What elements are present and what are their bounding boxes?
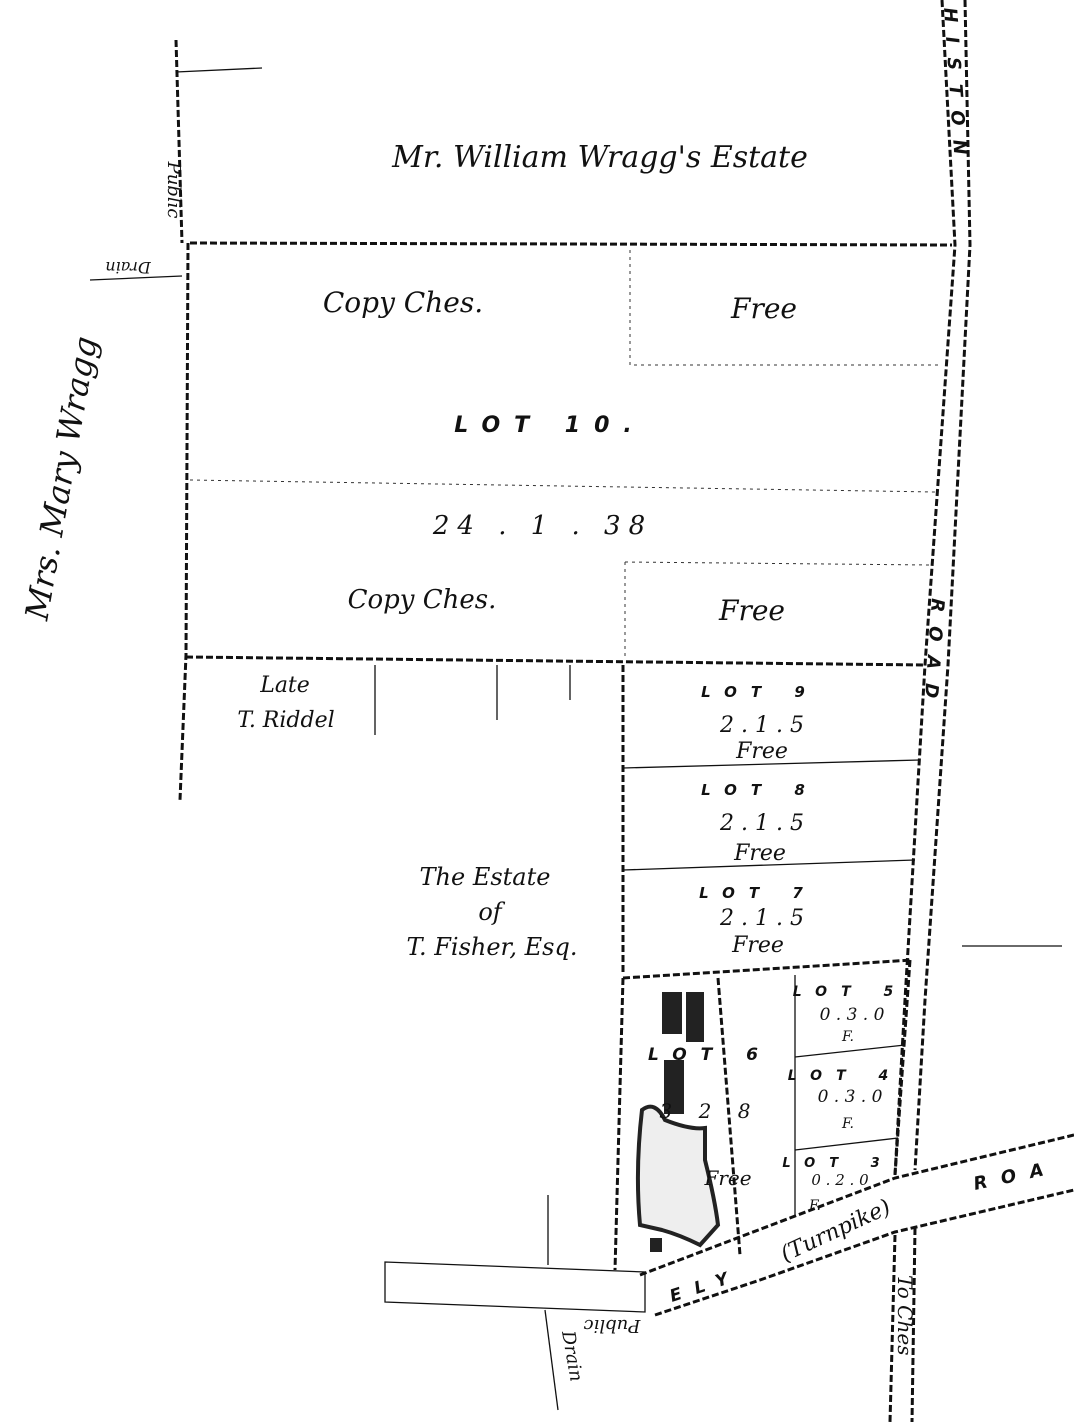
building [664, 1060, 684, 1114]
ely-road-label-1: ELY [667, 1265, 744, 1307]
lot8-title: LOT 8 [701, 781, 819, 799]
lot3-area: 0 . 2 . 0 [811, 1171, 869, 1189]
lot8-area: 2 . 1 . 5 [719, 811, 804, 836]
lot3-title: LOT 3 [782, 1156, 893, 1171]
lot6-tenure: Free [703, 1166, 751, 1190]
lot9-tenure: Free [735, 739, 788, 764]
histon-road-label-2: ROAD [919, 598, 948, 713]
lot10-free-lower: Free [718, 594, 785, 627]
public-drain-bottom-public: Public [584, 1315, 642, 1336]
riddel-late: Late [259, 673, 310, 698]
histon-road [893, 0, 972, 1176]
riddel-name: T. Riddel [237, 708, 334, 733]
lot10-free-upper: Free [730, 292, 797, 325]
lot4-area: 0 . 3 . 0 [818, 1087, 883, 1107]
ely-road-label-3: ROA [972, 1157, 1060, 1195]
lot10-copy-lower: Copy Ches. [348, 585, 497, 615]
lot5-area: 0 . 3 . 0 [820, 1005, 885, 1025]
lot10-area: 24 . 1 . 38 [432, 511, 653, 541]
wragg-estate-label: Mr. William Wragg's Estate [391, 140, 808, 175]
building [686, 992, 704, 1042]
lot5-title: LOT 5 [793, 984, 908, 1000]
mary-wragg-label: Mrs. Mary Wragg [17, 333, 104, 623]
lot7-area: 2 . 1 . 5 [719, 906, 804, 931]
to-ches-label: To Ches [893, 1275, 917, 1355]
public-drain-top-public: Public [163, 161, 184, 219]
lot4-title: LOT 4 [788, 1068, 903, 1084]
building [662, 992, 682, 1034]
lot3-tenure: F. [808, 1198, 821, 1214]
lot6-title: LOT 6 [648, 1045, 772, 1065]
lot8-tenure: Free [733, 841, 786, 866]
lot9-area: 2 . 1 . 5 [719, 713, 804, 738]
fisher-label-1: The Estate [420, 863, 551, 891]
boundaries [89, 39, 1062, 1411]
building [650, 1238, 662, 1252]
fisher-label-3: T. Fisher, Esq. [407, 933, 578, 961]
ely-turnpike-road [384, 1133, 1074, 1422]
lot10-copy-upper: Copy Ches. [323, 286, 483, 319]
lot4-tenure: F. [841, 1116, 854, 1132]
lot7-title: LOT 7 [699, 884, 817, 902]
lot5-tenure: F. [841, 1029, 854, 1045]
fisher-label-2: of [478, 898, 505, 926]
public-drain-bottom-drain: Drain [557, 1328, 587, 1383]
buildings [635, 992, 721, 1252]
lot6-area: 3 2 8 [660, 1099, 761, 1123]
labels: Mr. William Wragg's Estate Mrs. Mary Wra… [17, 7, 1059, 1383]
lot7-tenure: Free [731, 933, 784, 958]
lot10-title: LOT 10. [454, 413, 646, 438]
pond [635, 1104, 721, 1248]
public-drain-top-drain: Drain [105, 258, 151, 277]
lot9-title: LOT 9 [701, 683, 819, 701]
